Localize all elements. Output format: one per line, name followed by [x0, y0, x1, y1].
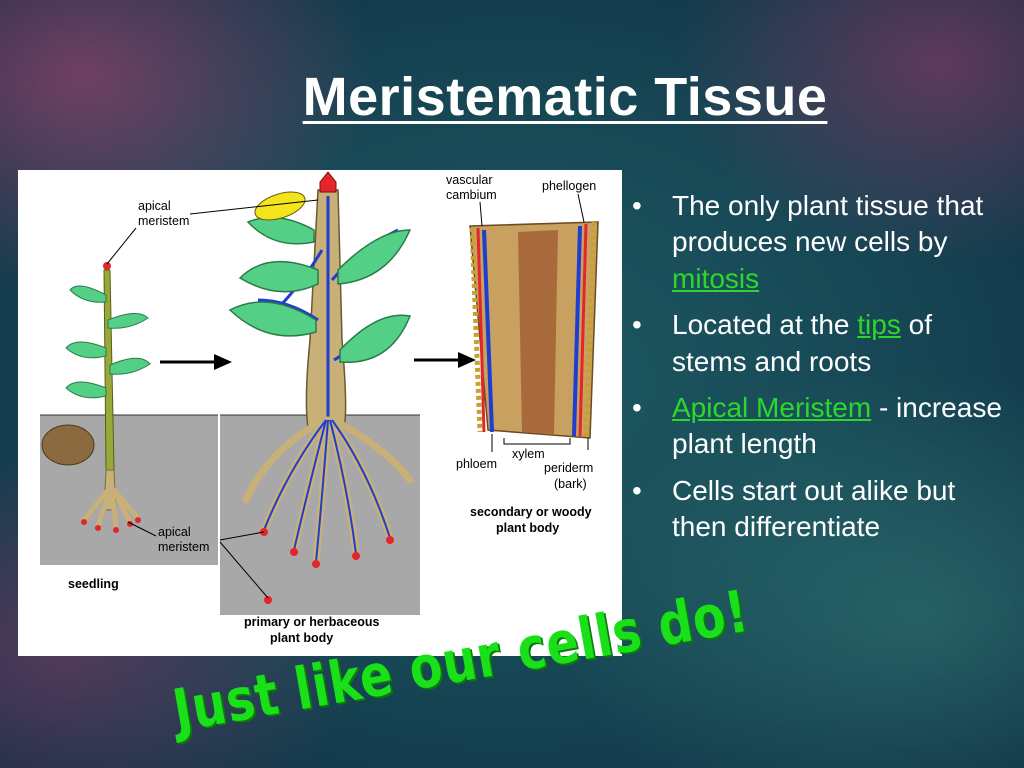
- seedling-leaf: [69, 285, 107, 303]
- primary-leaf: [246, 216, 315, 245]
- primary-root-tip: [290, 548, 298, 556]
- xylem-label: xylem: [512, 447, 545, 461]
- apical-meristem-top-label-2: meristem: [138, 214, 189, 228]
- vascular-cambium-pointer: [479, 201, 483, 227]
- seedling-root-tip: [95, 525, 101, 531]
- woody-phloem-right: [572, 225, 582, 437]
- bullet-item: • Located at the tips of stems and roots: [632, 307, 1012, 380]
- primary-leaf: [238, 260, 319, 293]
- primary-apical-tip: [319, 171, 337, 193]
- phloem-label: phloem: [456, 457, 497, 471]
- bullet-text-after: of stems and roots: [672, 309, 932, 377]
- plant-diagram: apical meristem seedling a: [18, 170, 622, 656]
- seedling-caption: seedling: [68, 577, 119, 591]
- primary-leaf: [337, 229, 412, 285]
- woody-xylem-core: [518, 230, 558, 434]
- apical-meristem-bottom-label-1: apical: [158, 525, 191, 539]
- apical-meristem-pointer-top-2: [189, 199, 319, 215]
- primary-stem: [305, 189, 347, 429]
- primary-root-tip: [312, 560, 320, 568]
- seedling-leaf: [107, 313, 149, 329]
- woody-phloem-left: [482, 229, 494, 433]
- apical-meristem-bottom-label-2: meristem: [158, 540, 209, 554]
- primary-root-tip: [264, 596, 272, 604]
- periderm-label-2: (bark): [554, 477, 587, 491]
- phellogen-pointer: [577, 193, 585, 223]
- plant-diagram-svg: apical meristem seedling a: [40, 171, 599, 645]
- bullet-text: The only plant tissue that produces new …: [672, 190, 984, 258]
- phellogen-label: phellogen: [542, 179, 596, 193]
- primary-body-caption-2: plant body: [270, 631, 333, 645]
- apical-meristem-link[interactable]: Apical Meristem: [672, 391, 872, 423]
- apical-meristem-pointer-bottom-2: [219, 531, 265, 541]
- flower: [254, 191, 306, 221]
- seedling-root-tip: [81, 519, 87, 525]
- seedling-leaf: [109, 357, 151, 375]
- secondary-body-caption-2: plant body: [496, 521, 559, 535]
- bullet-dot: •: [632, 190, 642, 221]
- primary-leaf: [228, 301, 317, 337]
- slide-title: Meristematic Tissue: [302, 67, 828, 127]
- bullet-text: Cells start out alike but then different…: [672, 474, 956, 543]
- seed: [41, 424, 95, 466]
- primary-body-caption-1: primary or herbaceous: [244, 615, 380, 629]
- apical-meristem-pointer-top: [106, 227, 137, 265]
- primary-root-tip: [352, 552, 360, 560]
- bullet-text-after: - increase plant length: [672, 391, 1002, 460]
- arrow-head: [214, 354, 232, 370]
- seedling-root-tip: [135, 517, 141, 523]
- seedling-roots: [81, 487, 141, 531]
- seedling-leaf: [65, 381, 107, 399]
- bullet-dot: •: [632, 474, 642, 506]
- bullet-item: • The only plant tissue that produces ne…: [632, 188, 1012, 297]
- woody-cambium-right: [578, 223, 588, 437]
- xylem-bracket: [503, 438, 571, 445]
- apical-meristem-pointer-bottom: [127, 521, 157, 537]
- woody-cambium-left: [476, 227, 486, 433]
- arrow-head: [458, 352, 476, 368]
- bullet-item: • Cells start out alike but then differe…: [632, 473, 1012, 546]
- bullet-dot: •: [632, 309, 642, 341]
- primary-leaf: [339, 314, 412, 364]
- mitosis-link[interactable]: mitosis: [672, 262, 760, 294]
- tips-link[interactable]: tips: [857, 309, 901, 341]
- vascular-cambium-label-1: vascular: [446, 173, 493, 187]
- bullet-item: • Apical Meristem - increase plant lengt…: [632, 390, 1012, 463]
- primary-root-tip: [386, 536, 394, 544]
- primary-root-vessels: [263, 419, 391, 563]
- apical-meristem-pointer-bottom-3: [219, 541, 269, 599]
- bullet-list: • The only plant tissue that produces ne…: [632, 188, 1012, 556]
- apical-meristem-top-label-1: apical: [138, 199, 171, 213]
- bullet-dot: •: [632, 391, 642, 423]
- woody-bark: [469, 221, 597, 439]
- seedling-apical-tip: [103, 262, 111, 270]
- vascular-cambium-label-2: cambium: [446, 188, 497, 202]
- seedling-leaf: [65, 341, 107, 359]
- seedling-root-tip: [113, 527, 119, 533]
- secondary-body-caption-1: secondary or woody: [470, 505, 592, 519]
- periderm-label-1: periderm: [544, 461, 593, 475]
- bullet-text: Located at the: [672, 309, 858, 341]
